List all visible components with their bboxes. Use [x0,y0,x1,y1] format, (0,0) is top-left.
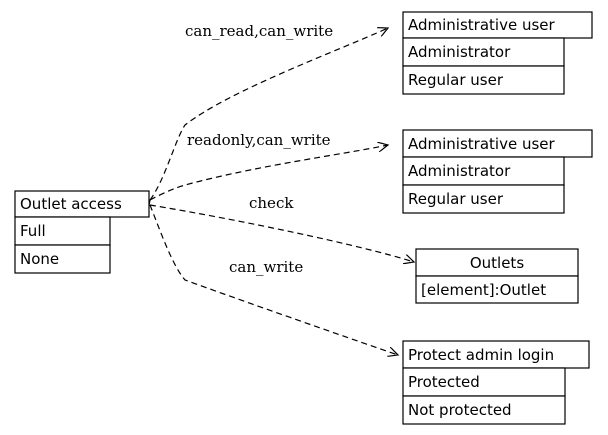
node-administrative-user-1: Administrative user Administrator Regula… [402,11,593,95]
edge-label-check: check [249,194,294,212]
node-administrative-user-1-title: Administrative user [408,16,556,34]
node-outlet-access-title: Outlet access [20,195,122,213]
node-administrative-user-2-row-label: Regular user [408,190,504,208]
node-protect-admin-login-row [402,395,566,425]
edge-can-read-can-write: can_read,can_write [150,22,388,200]
node-outlets-row [415,275,579,304]
edge-check: check [149,194,414,262]
edge-label-can-write: can_write [229,258,303,276]
edge-readonly-can-write: readonly,can_write [149,131,388,201]
edge-label-can-read-can-write: can_read,can_write [185,22,333,40]
node-outlet-access-row [14,244,111,274]
node-outlets-header [415,248,579,277]
node-administrative-user-1-header [402,11,593,39]
node-administrative-user-2-row [402,184,565,214]
node-administrative-user-2-row-label: Administrator [408,162,511,180]
node-outlets-title: Outlets [470,254,524,272]
node-outlets: Outlets [element]:Outlet [415,248,579,304]
node-administrative-user-1-row [402,65,565,95]
node-outlet-access-row-label: None [20,250,59,268]
node-protect-admin-login-header [402,340,590,369]
node-outlet-access: Outlet access Full None [14,190,150,274]
node-protect-admin-login-title: Protect admin login [408,346,554,364]
node-administrative-user-2-title: Administrative user [408,135,556,153]
edge-can-write: can_write [149,204,398,355]
node-administrative-user-1-row-label: Regular user [408,71,504,89]
node-outlets-row-label: [element]:Outlet [421,281,546,299]
node-outlet-access-row-label: Full [20,222,46,240]
node-administrative-user-2: Administrative user Administrator Regula… [402,129,593,214]
node-protect-admin-login-row-label: Protected [408,373,480,391]
node-outlet-access-header [14,190,150,218]
node-protect-admin-login: Protect admin login Protected Not protec… [402,340,590,425]
node-administrative-user-1-row-label: Administrator [408,43,511,61]
node-administrative-user-2-row [402,156,565,186]
node-outlet-access-row [14,216,111,246]
edge-label-readonly-can-write: readonly,can_write [187,131,331,149]
node-protect-admin-login-row-label: Not protected [408,401,512,419]
